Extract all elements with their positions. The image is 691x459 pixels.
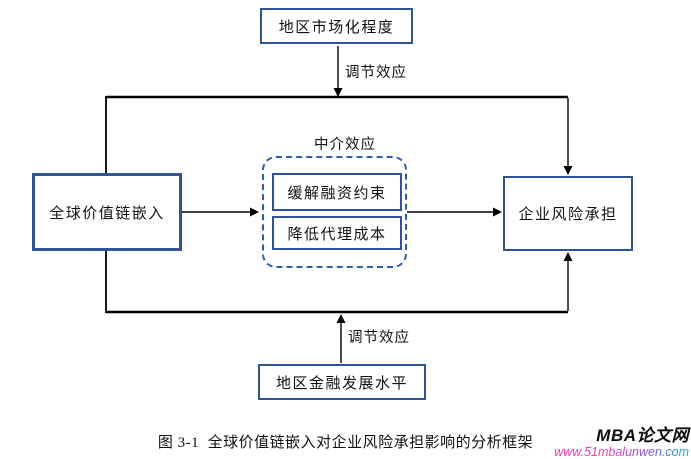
watermark-site-url: www.51mbalunwen.com	[554, 445, 689, 459]
arrow-independent-to-mediators	[182, 207, 259, 217]
node-corporate-risk-taking: 企业风险承担	[503, 176, 633, 251]
node-regional-marketization: 地区市场化程度	[260, 8, 413, 44]
watermark: MBA论文网 www.51mbalunwen.com	[554, 426, 689, 459]
mediation-effect-label: 中介效应	[314, 137, 376, 153]
arrow-bottom-moderation	[336, 314, 346, 363]
mediation-dashed-group	[262, 156, 407, 268]
arrow-frame-to-dependent-top	[563, 98, 573, 175]
node-gvc-embedding: 全球价值链嵌入	[32, 173, 182, 251]
moderation-effect-top-label: 调节效应	[345, 65, 407, 81]
arrow-frame-to-dependent-bottom	[563, 252, 573, 311]
figure-caption: 图 3-1 全球价值链嵌入对企业风险承担影响的分析框架	[157, 435, 534, 451]
watermark-site-name: MBA论文网	[596, 426, 689, 445]
node-ease-financing-constraints: 缓解融资约束	[272, 173, 402, 211]
arrow-mediators-to-dependent	[407, 207, 502, 217]
node-reduce-agency-costs: 降低代理成本	[272, 216, 402, 250]
node-regional-financial-development: 地区金融发展水平	[258, 364, 426, 400]
arrow-top-moderation	[333, 46, 343, 97]
moderation-effect-bottom-label: 调节效应	[348, 330, 410, 346]
